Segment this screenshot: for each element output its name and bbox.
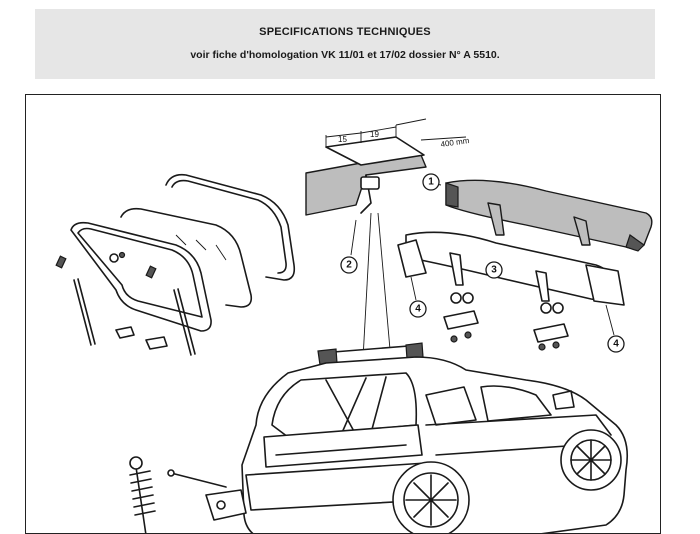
svg-text:4: 4 xyxy=(613,339,619,350)
page-title: SPECIFICATIONS TECHNIQUES xyxy=(259,26,431,38)
callout-2: 2 xyxy=(340,219,358,274)
svg-text:4: 4 xyxy=(415,304,421,315)
dimension-15: 15 xyxy=(338,135,347,144)
latch-assembly xyxy=(167,469,247,521)
callout-4-left: 4 xyxy=(409,276,427,318)
tailgate-glass-panel xyxy=(120,207,253,308)
callout-1: 1 xyxy=(422,173,442,191)
svg-text:2: 2 xyxy=(346,260,352,271)
svg-text:3: 3 xyxy=(491,265,497,276)
svg-text:1: 1 xyxy=(428,177,434,188)
page-subtitle: voir fiche d'homologation VK 11/01 et 17… xyxy=(190,49,500,61)
callout-4-right: 4 xyxy=(605,304,625,353)
dimension-19: 19 xyxy=(370,130,379,139)
tailgate-fasteners xyxy=(55,251,196,356)
callout-3: 3 xyxy=(485,261,503,279)
rear-wing-assembly xyxy=(445,179,653,252)
exploded-view-drawing: 15 19 400 mm xyxy=(55,118,653,533)
wing-mount-hardware xyxy=(443,292,569,351)
dimension-400mm: 400 mm xyxy=(440,136,470,149)
tailgate-inner-frame xyxy=(70,221,212,332)
specifications-header: SPECIFICATIONS TECHNIQUES voir fiche d'h… xyxy=(35,9,655,79)
technical-drawing-frame: 15 19 400 mm xyxy=(25,94,661,534)
tailgate-outer-frame xyxy=(165,173,296,281)
car-body xyxy=(241,342,629,533)
shock-absorber-spring xyxy=(129,456,156,533)
rear-wing-white xyxy=(397,231,625,306)
spoiler-mount-bracket xyxy=(305,118,467,216)
